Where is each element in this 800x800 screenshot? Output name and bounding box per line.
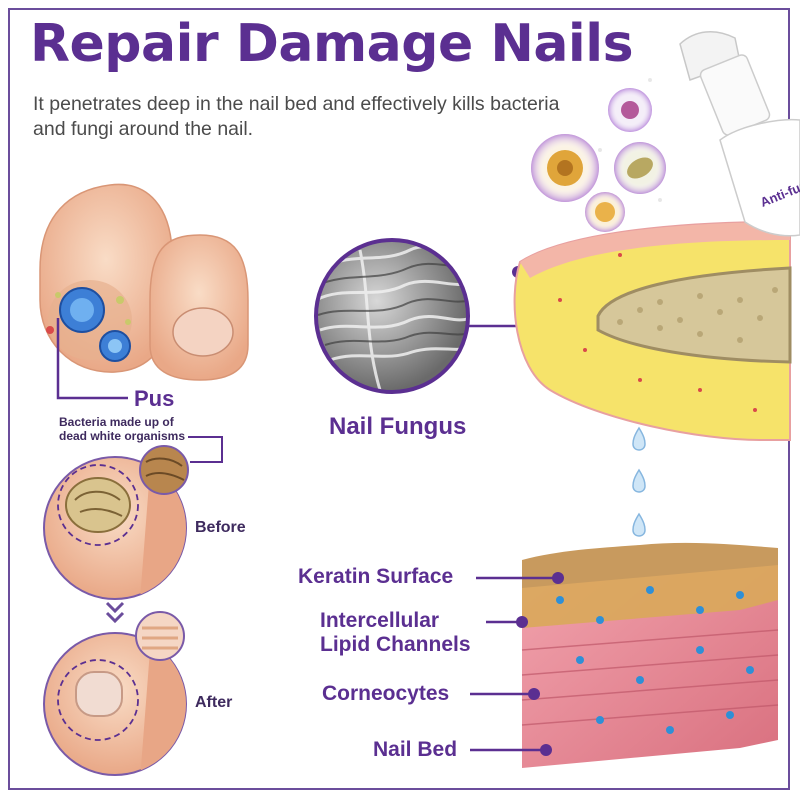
nail-fungus-image [314, 238, 470, 394]
corneocytes-label: Corneocytes [322, 682, 450, 705]
fungus-connector [468, 272, 520, 328]
bacteria-icon [46, 287, 131, 362]
after-toe-image [43, 632, 187, 776]
lipid-channels-label-line1: Intercellular [320, 609, 440, 632]
ingredient-bubble-icon [531, 134, 599, 202]
pus-label: Pus [134, 386, 175, 411]
spray-bottle-image [679, 31, 800, 237]
lipid-channels-label-line2: Lipid Channels [320, 633, 471, 656]
before-connector [188, 436, 223, 463]
page-subtitle: It penetrates deep in the nail bed and e… [33, 93, 560, 140]
layer-pointer-dots [516, 572, 564, 756]
page-title: Repair Damage Nails [30, 14, 634, 74]
skin-layer-block [521, 542, 779, 768]
before-zoom-icon [139, 445, 189, 495]
chevron-down-icon [105, 601, 125, 624]
nail-cross-section [513, 221, 792, 441]
ingredient-bubble-icon [614, 142, 666, 194]
before-toe-image [43, 456, 187, 600]
toe-illustration [39, 183, 249, 381]
after-zoom-icon [135, 611, 185, 661]
ingredient-bubble-icon [608, 88, 652, 132]
keratin-surface-label: Keratin Surface [298, 565, 454, 588]
nail-fungus-label: Nail Fungus [329, 413, 467, 440]
pus-connector [56, 318, 128, 400]
pus-caption-line1: Bacteria made up of [59, 415, 174, 429]
pus-caption-line2: dead white organisms [59, 429, 186, 443]
after-label: After [195, 694, 233, 711]
before-label: Before [195, 519, 246, 536]
nail-bed-label: Nail Bed [373, 738, 458, 761]
ingredient-bubble-icon [585, 192, 625, 232]
